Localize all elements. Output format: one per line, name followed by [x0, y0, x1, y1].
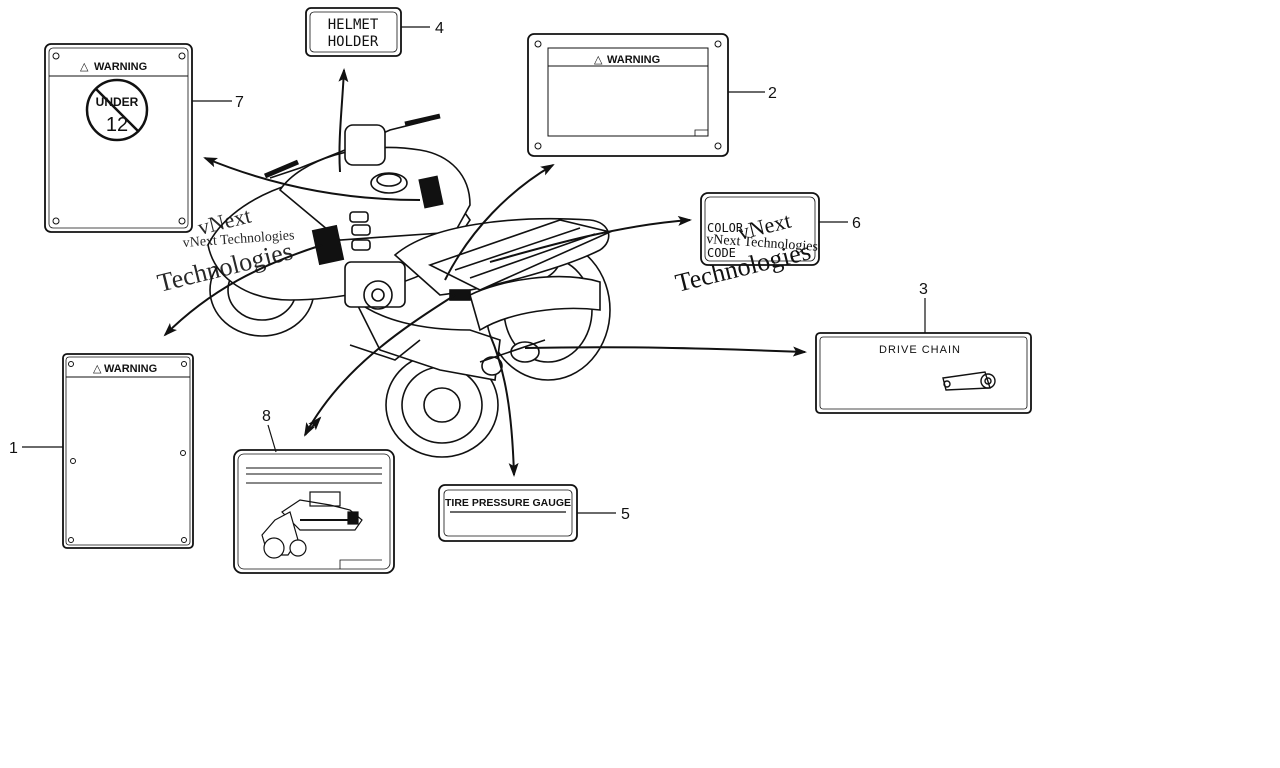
warning-icon: △ [93, 363, 102, 375]
atv-pictogram-icon [261, 491, 363, 559]
label-7: △ WARNING UNDER 12 7 [44, 43, 244, 233]
label-3: DRIVE CHAIN 3 [815, 281, 1032, 414]
arrow-to-label-1 [163, 244, 323, 337]
callout-4: 4 [435, 20, 444, 37]
label-2: △ WARNING 2 [527, 33, 777, 157]
label-2-title: WARNING [607, 54, 660, 66]
label-7-age: 12 [106, 114, 128, 136]
label-4-line1: HELMET [328, 17, 379, 33]
arrow-to-label-6 [489, 215, 692, 263]
callout-3: 3 [919, 281, 928, 298]
label-5: TIRE PRESSURE GAUGE 5 [438, 484, 630, 542]
label-7-title: WARNING [94, 61, 147, 73]
label-8: 8 [233, 408, 395, 574]
label-4-line2: HOLDER [328, 34, 379, 50]
callout-7: 7 [235, 94, 244, 111]
arrow-to-label-8-head [304, 416, 322, 436]
chain-icon [942, 371, 996, 391]
atv-illustration [207, 113, 613, 458]
callout-8: 8 [262, 408, 271, 425]
arrow-to-label-7 [203, 157, 421, 201]
leader-arrows [163, 68, 807, 477]
arrow-to-label-3 [524, 346, 807, 357]
label-4: HELMET HOLDER 4 [305, 7, 444, 57]
callout-1: 1 [9, 440, 18, 457]
label-6-line1: COLOR [707, 221, 744, 235]
arrow-to-label-2 [444, 163, 555, 281]
no-under-12-icon: UNDER 12 [85, 78, 149, 142]
watermark-left: vNext vNext Technologies Technologies [154, 203, 295, 298]
arrow-to-label-4 [338, 68, 349, 173]
label-5-title: TIRE PRESSURE GAUGE [445, 497, 571, 509]
label-3-title: DRIVE CHAIN [879, 344, 961, 356]
label-1: △ WARNING 1 [9, 353, 194, 549]
label-7-under: UNDER [96, 95, 139, 109]
warning-icon: △ [80, 61, 89, 73]
front-right-wheel [385, 352, 499, 458]
label-1-title: WARNING [104, 363, 157, 375]
callout-6: 6 [852, 215, 861, 232]
arrow-to-label-8 [304, 294, 456, 437]
warning-icon: △ [594, 54, 603, 66]
callout-5: 5 [621, 506, 630, 523]
label-6: COLOR CODE 6 [700, 192, 861, 266]
label-6-line2: CODE [707, 246, 736, 260]
arrow-to-label-5 [489, 334, 519, 477]
callout-2: 2 [768, 85, 777, 102]
